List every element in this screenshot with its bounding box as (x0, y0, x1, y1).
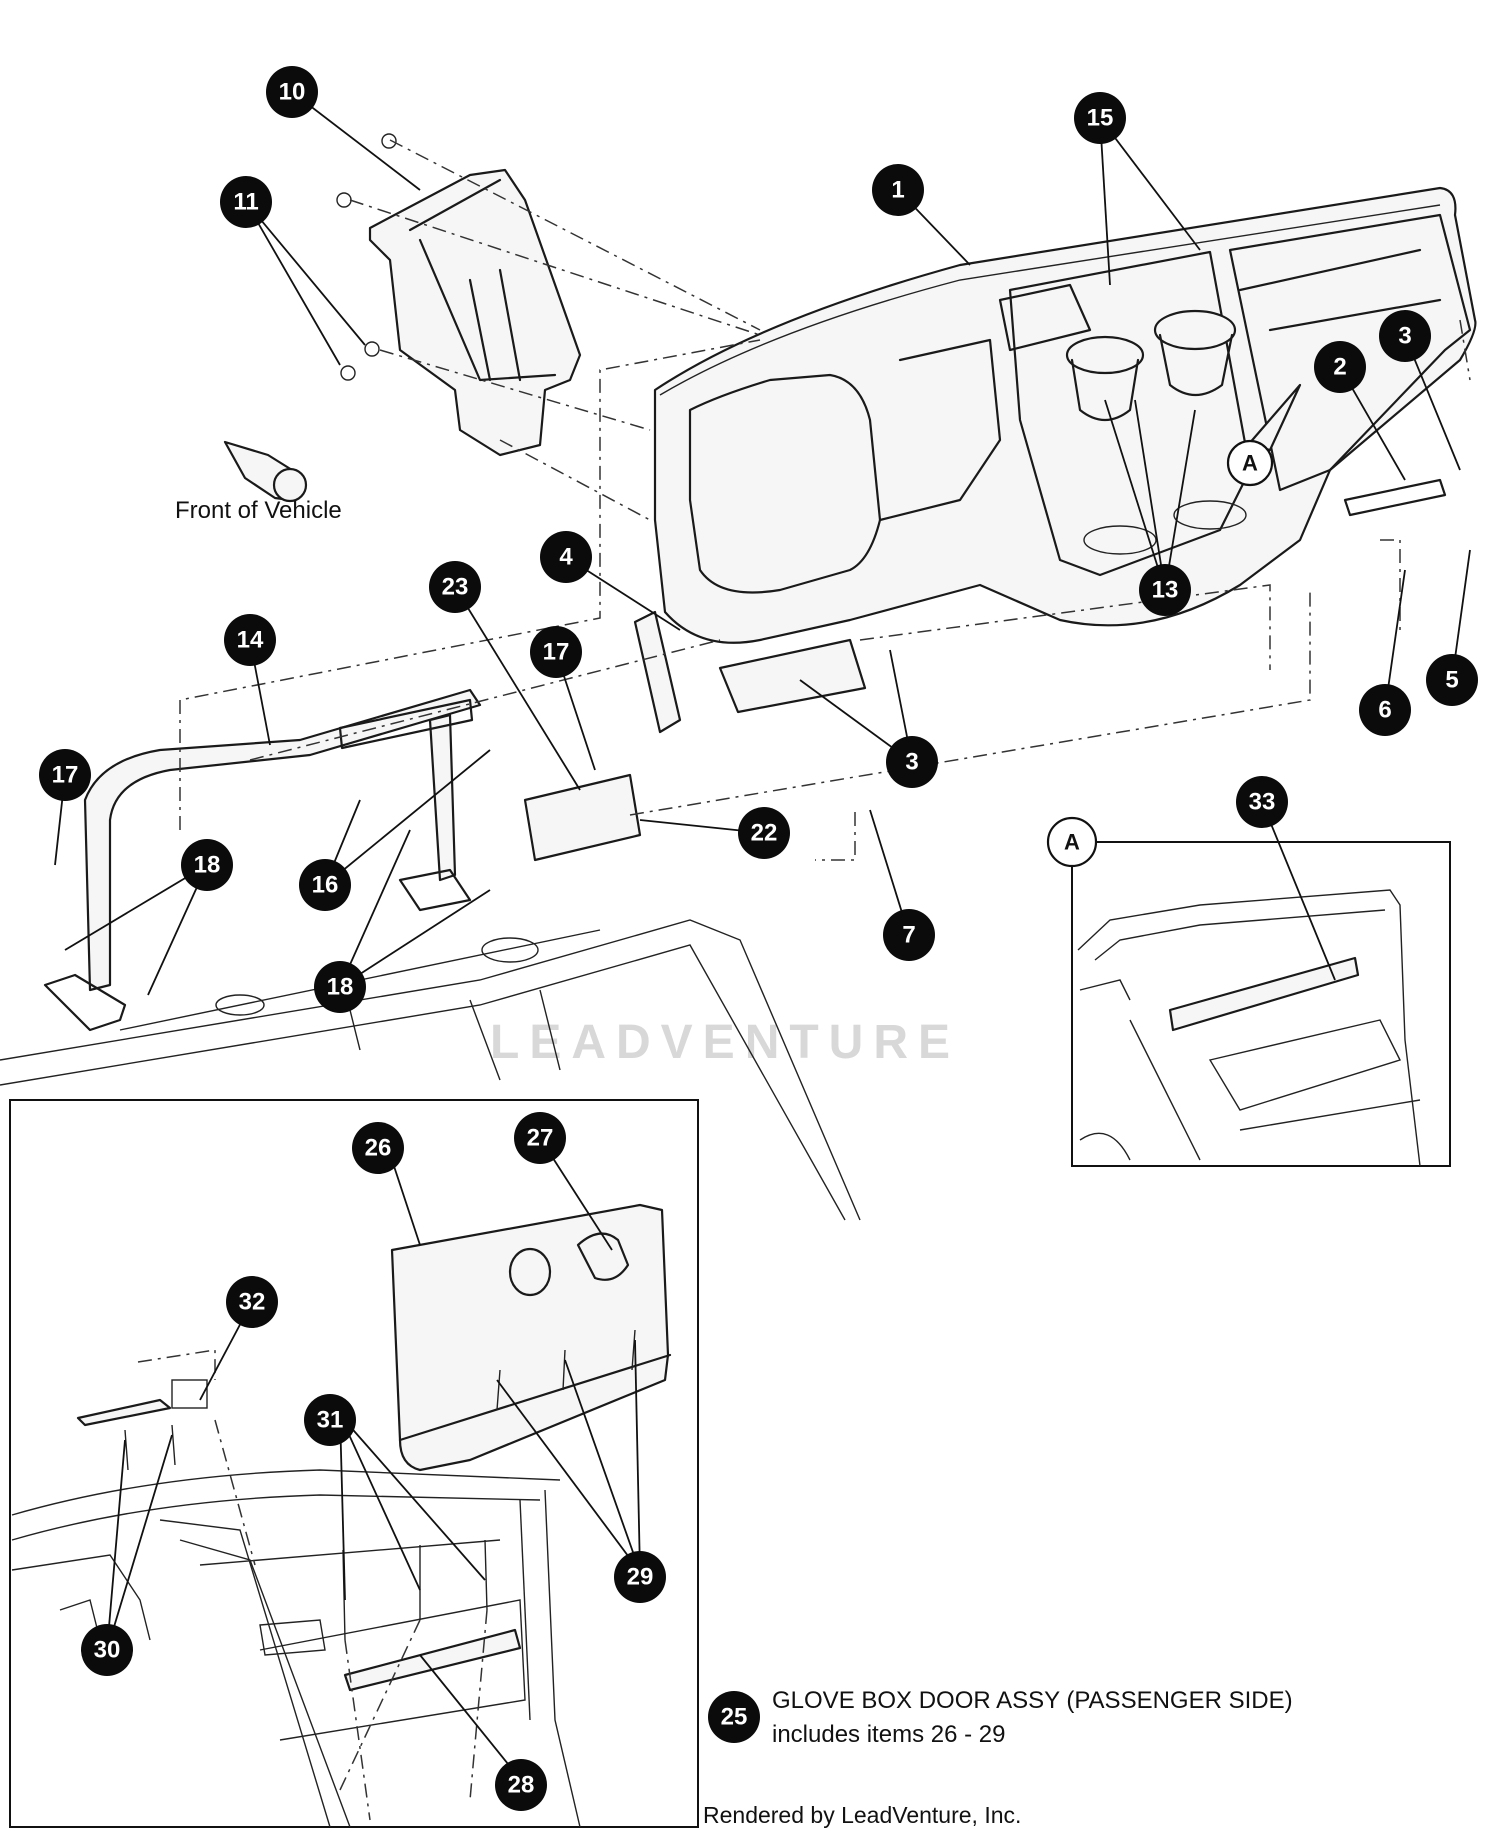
callout-2[interactable]: 2 (1314, 341, 1366, 393)
svg-text:17: 17 (52, 762, 79, 789)
svg-text:18: 18 (327, 974, 354, 1001)
chassis-frame (0, 919, 861, 1221)
svg-text:10: 10 (279, 79, 306, 106)
detail-marker-inset: A (1046, 816, 1098, 868)
svg-text:2: 2 (1333, 354, 1346, 381)
svg-text:17: 17 (543, 639, 570, 666)
storage-bin (336, 133, 582, 457)
callout-25[interactable]: 25 (708, 1691, 760, 1743)
svg-text:1: 1 (891, 177, 904, 204)
svg-text:26: 26 (365, 1135, 392, 1162)
assembly-note: GLOVE BOX DOOR ASSY (PASSENGER SIDE) inc… (772, 1687, 1293, 1748)
callout-30[interactable]: 30 (81, 1624, 133, 1676)
callout-7[interactable]: 7 (883, 909, 935, 961)
callout-27[interactable]: 27 (514, 1112, 566, 1164)
detail-marker-main: A (1226, 439, 1274, 487)
callout-17-left[interactable]: 17 (39, 749, 91, 801)
svg-text:3: 3 (1398, 323, 1411, 350)
svg-text:A: A (1064, 830, 1080, 855)
watermark: LEADVENTURE (490, 1016, 960, 1069)
render-credit: Rendered by LeadVenture, Inc. (703, 1802, 1021, 1828)
support-frame (43, 688, 642, 1032)
callout-14[interactable]: 14 (224, 614, 276, 666)
svg-text:11: 11 (233, 189, 258, 216)
callout-18-left[interactable]: 18 (181, 839, 233, 891)
svg-text:5: 5 (1445, 667, 1458, 694)
front-of-vehicle-label: Front of Vehicle (175, 497, 342, 524)
svg-text:18: 18 (194, 852, 221, 879)
svg-text:14: 14 (237, 627, 264, 654)
callout-5[interactable]: 5 (1426, 654, 1478, 706)
svg-text:30: 30 (94, 1637, 121, 1664)
assembly-note-title: GLOVE BOX DOOR ASSY (PASSENGER SIDE) (772, 1687, 1293, 1714)
callout-33[interactable]: 33 (1236, 776, 1288, 828)
callout-16[interactable]: 16 (299, 859, 351, 911)
svg-text:25: 25 (721, 1704, 748, 1731)
callout-6[interactable]: 6 (1359, 684, 1411, 736)
svg-text:3: 3 (905, 749, 918, 776)
svg-text:31: 31 (317, 1407, 344, 1434)
callout-10[interactable]: 10 (266, 66, 318, 118)
svg-text:33: 33 (1249, 789, 1276, 816)
callout-29[interactable]: 29 (614, 1551, 666, 1603)
callout-17-center[interactable]: 17 (530, 626, 582, 678)
callout-4[interactable]: 4 (540, 531, 592, 583)
svg-text:6: 6 (1378, 697, 1391, 724)
callout-11[interactable]: 11 (220, 176, 272, 228)
svg-text:28: 28 (508, 1772, 535, 1799)
callout-28[interactable]: 28 (495, 1759, 547, 1811)
callout-26[interactable]: 26 (352, 1122, 404, 1174)
leader-lines (54, 91, 1471, 996)
svg-text:A: A (1242, 451, 1258, 476)
svg-text:23: 23 (442, 574, 469, 601)
callout-3-lower[interactable]: 3 (886, 736, 938, 788)
callout-31[interactable]: 31 (304, 1394, 356, 1446)
svg-text:15: 15 (1087, 105, 1114, 132)
svg-text:16: 16 (312, 872, 339, 899)
callout-23[interactable]: 23 (429, 561, 481, 613)
dash-panel (633, 186, 1477, 734)
svg-text:22: 22 (751, 820, 778, 847)
svg-text:7: 7 (902, 922, 915, 949)
callout-18-center[interactable]: 18 (314, 961, 366, 1013)
assembly-note-detail: includes items 26 - 29 (772, 1721, 1005, 1748)
callout-22[interactable]: 22 (738, 807, 790, 859)
svg-text:29: 29 (627, 1564, 654, 1591)
svg-text:32: 32 (239, 1289, 266, 1316)
detail-inset-a (1071, 801, 1451, 1167)
callout-32[interactable]: 32 (226, 1276, 278, 1328)
glove-box-inset (9, 1099, 699, 1828)
svg-text:27: 27 (527, 1125, 554, 1152)
front-of-vehicle-indicator: Front of Vehicle (175, 440, 342, 524)
svg-text:13: 13 (1152, 577, 1179, 604)
callout-13[interactable]: 13 (1139, 564, 1191, 616)
callout-1[interactable]: 1 (872, 164, 924, 216)
callout-15[interactable]: 15 (1074, 92, 1126, 144)
svg-text:4: 4 (559, 544, 573, 571)
callout-3-right[interactable]: 3 (1379, 310, 1431, 362)
